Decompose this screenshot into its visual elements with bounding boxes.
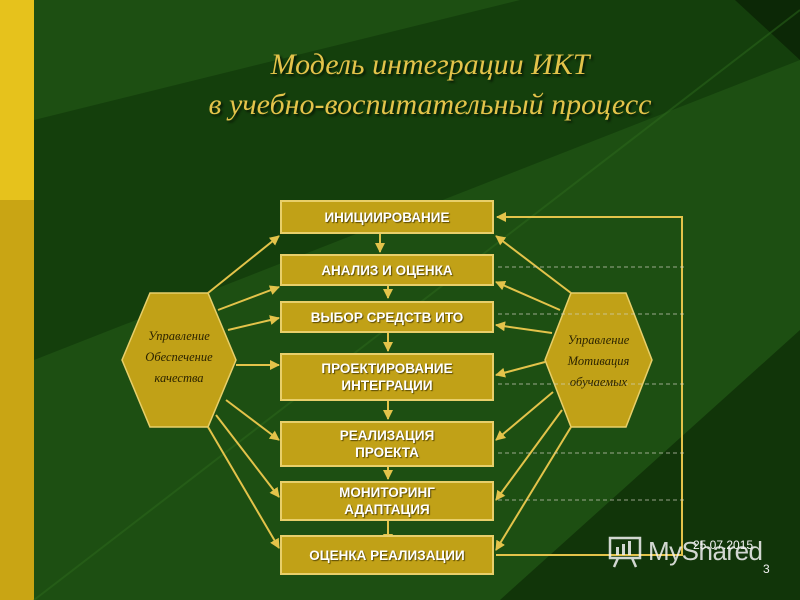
stage-initiation: ИНИЦИИРОВАНИЕ bbox=[280, 200, 494, 234]
stage-label: ИНИЦИИРОВАНИЕ bbox=[324, 209, 450, 225]
title-line-1: Модель интеграции ИКТ bbox=[270, 48, 590, 81]
presentation-icon bbox=[608, 536, 642, 568]
stage-evaluation: ОЦЕНКА РЕАЛИЗАЦИИ bbox=[280, 535, 494, 575]
stage-monitoring: МОНИТОРИНГ АДАПТАЦИЯ bbox=[280, 481, 494, 521]
stage-label: ПРОЕКТИРОВАНИЕ bbox=[321, 361, 453, 376]
right-hexagon-label: Управление Мотивация обучаемых bbox=[545, 330, 652, 393]
feedback-loop bbox=[496, 212, 683, 556]
left-hexagon-label: Управление Обеспечение качества bbox=[122, 326, 236, 389]
left-hexagon-arrows bbox=[207, 235, 280, 549]
dark-band-upper bbox=[34, 0, 800, 360]
hex-line: Обеспечение bbox=[145, 350, 213, 364]
watermark-text: MyShared bbox=[648, 535, 763, 566]
stage-label: ОЦЕНКА РЕАЛИЗАЦИИ bbox=[309, 547, 465, 563]
page-number: 3 bbox=[763, 562, 770, 576]
hex-line: Мотивация bbox=[567, 354, 630, 368]
stage-label: АДАПТАЦИЯ bbox=[344, 502, 430, 517]
dark-band-lower bbox=[500, 330, 800, 600]
stage-design: ПРОЕКТИРОВАНИЕ ИНТЕГРАЦИИ bbox=[280, 353, 494, 401]
hex-line: обучаемых bbox=[569, 375, 628, 389]
stage-label: ИНТЕГРАЦИИ bbox=[341, 378, 433, 393]
stage-implementation: РЕАЛИЗАЦИЯ ПРОЕКТА bbox=[280, 421, 494, 467]
watermark: MyShared bbox=[608, 534, 763, 568]
hex-line: качества bbox=[154, 371, 204, 385]
stage-tools-selection: ВЫБОР СРЕДСТВ ИТО bbox=[280, 301, 494, 333]
dark-corner bbox=[735, 0, 800, 60]
slide-date: 25.07.2015 bbox=[693, 538, 754, 552]
vertical-arrows bbox=[375, 234, 393, 544]
stage-label: РЕАЛИЗАЦИЯ bbox=[339, 428, 435, 443]
stage-label: АНАЛИЗ И ОЦЕНКА bbox=[321, 262, 453, 278]
stage-label: МОНИТОРИНГ bbox=[339, 485, 435, 500]
hex-line: Управление bbox=[148, 329, 210, 343]
right-hexagon bbox=[544, 292, 653, 428]
hex-line: Управление bbox=[567, 333, 630, 347]
stage-label: ПРОЕКТА bbox=[355, 445, 419, 460]
stage-analysis: АНАЛИЗ И ОЦЕНКА bbox=[280, 254, 494, 286]
stage-label: ВЫБОР СРЕДСТВ ИТО bbox=[310, 309, 464, 325]
right-hexagon-arrows bbox=[495, 235, 572, 551]
left-gold-strip-top bbox=[0, 0, 34, 200]
title-line-2: в учебно-воспитательный процесс bbox=[208, 88, 652, 121]
dashed-guides bbox=[498, 266, 686, 501]
